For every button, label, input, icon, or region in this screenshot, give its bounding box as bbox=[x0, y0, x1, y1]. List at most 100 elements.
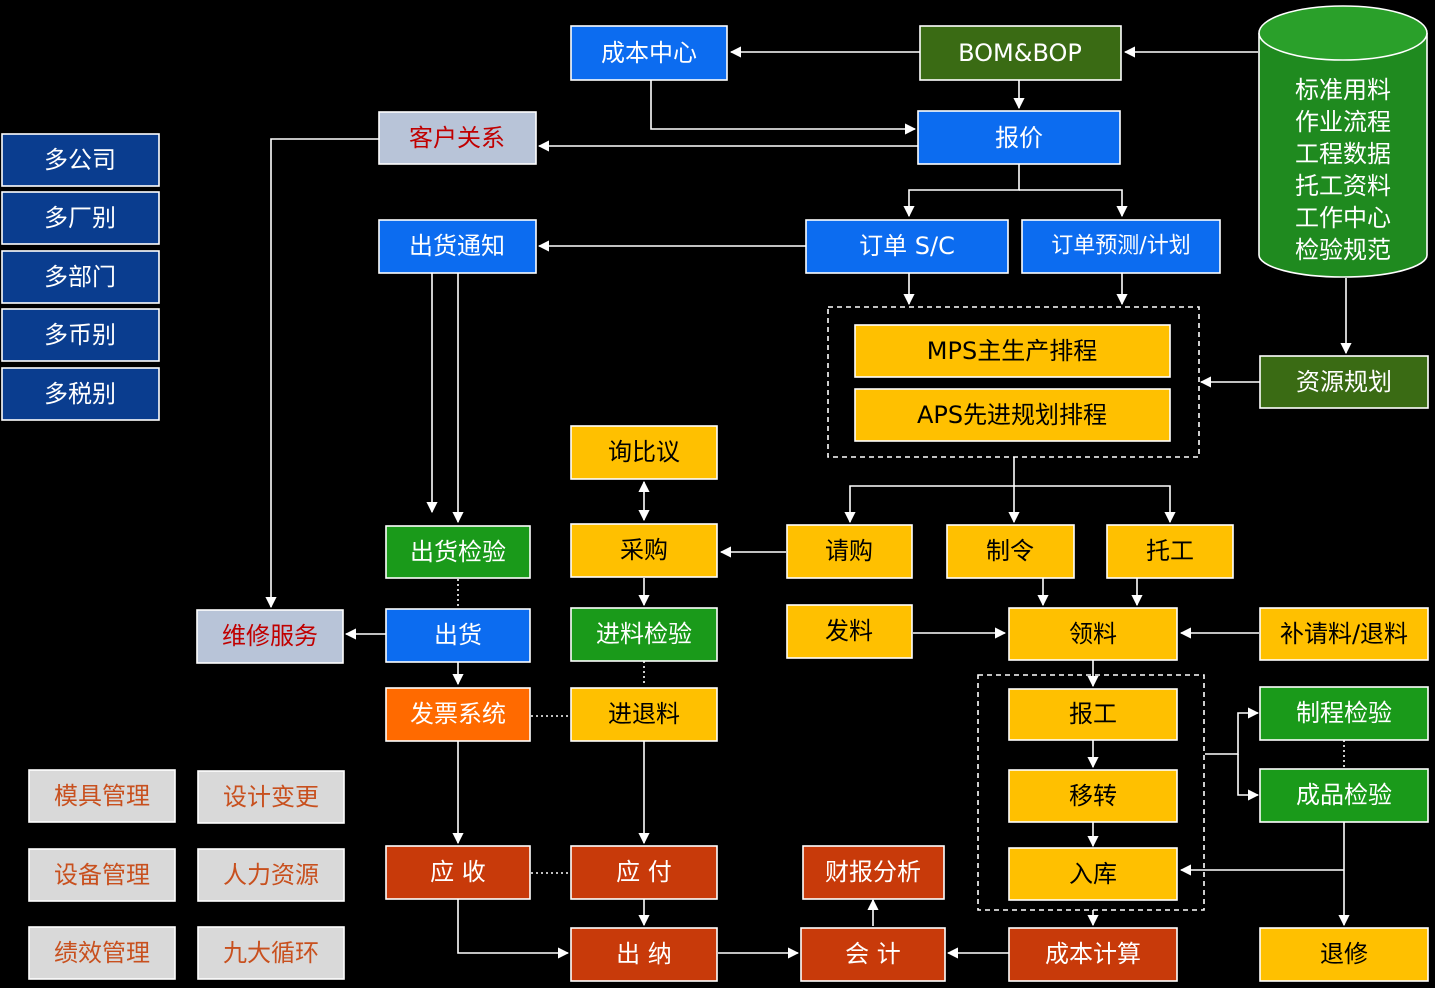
ship-inspect-label: 出货检验 bbox=[410, 538, 506, 566]
purchase-box: 采购 bbox=[570, 523, 718, 578]
purchase-label: 采购 bbox=[620, 536, 668, 564]
database-line: 托工资料 bbox=[1295, 172, 1391, 200]
left-item-multi-department: 多部门 bbox=[1, 250, 160, 304]
finished-inspect-box: 成品检验 bbox=[1259, 768, 1429, 823]
edge-frame2-to-finished-inspect bbox=[1237, 754, 1260, 801]
rework-box: 退修 bbox=[1259, 927, 1429, 982]
invoice-system-box: 发票系统 bbox=[385, 687, 531, 742]
database-body bbox=[1258, 33, 1428, 278]
cost-calc-box: 成本计算 bbox=[1008, 927, 1178, 982]
left-item-multi-company: 多公司 bbox=[1, 133, 160, 187]
cost-center-label: 成本中心 bbox=[601, 39, 697, 67]
order-sc-box: 订单 S/C bbox=[805, 219, 1009, 274]
incoming-inspect-label: 进料检验 bbox=[596, 620, 692, 648]
engineering-database: 标准用料 作业流程 工程数据 托工资料 工作中心 检验规范 bbox=[1258, 5, 1428, 278]
ship-box: 出货 bbox=[385, 608, 531, 663]
module-label: 设计变更 bbox=[223, 783, 319, 811]
return-material-box: 进退料 bbox=[570, 687, 718, 742]
edge-quote-to-forecast bbox=[1019, 189, 1128, 218]
left-item-label: 多部门 bbox=[44, 263, 116, 291]
inquiry-box: 询比议 bbox=[570, 425, 718, 480]
warehouse-in-label: 入库 bbox=[1069, 860, 1117, 888]
bom-bop-box: BOM&BOP bbox=[919, 25, 1122, 81]
inquiry-label: 询比议 bbox=[608, 438, 680, 466]
edge-frame2-to-process-inspect bbox=[1205, 707, 1260, 755]
customer-relation-label: 客户关系 bbox=[409, 124, 505, 152]
repair-service-label: 维修服务 bbox=[222, 622, 318, 650]
supplement-return-label: 补请料/退料 bbox=[1280, 620, 1408, 648]
work-order-label: 制令 bbox=[986, 537, 1034, 565]
database-line: 工作中心 bbox=[1295, 204, 1391, 232]
invoice-system-label: 发票系统 bbox=[410, 700, 506, 728]
incoming-inspect-box: 进料检验 bbox=[570, 607, 718, 662]
accounting-box: 会 计 bbox=[800, 927, 946, 982]
edge-receivable-to-cashier bbox=[457, 899, 570, 959]
nodes: 成本中心 BOM&BOP 客户关系 报价 出货通知 订单 S/C 订单预测/计划 bbox=[1, 25, 1429, 982]
cost-calc-label: 成本计算 bbox=[1045, 940, 1141, 968]
report-work-label: 报工 bbox=[1069, 700, 1117, 728]
module-label: 设备管理 bbox=[54, 861, 150, 889]
quote-label: 报价 bbox=[995, 124, 1043, 152]
payable-label: 应 付 bbox=[616, 858, 672, 886]
database-line: 检验规范 bbox=[1295, 236, 1391, 264]
process-inspect-label: 制程检验 bbox=[1296, 699, 1392, 727]
process-inspect-box: 制程检验 bbox=[1259, 686, 1429, 741]
module-label: 绩效管理 bbox=[54, 939, 150, 967]
receivable-label: 应 收 bbox=[430, 858, 486, 886]
database-line: 工程数据 bbox=[1295, 140, 1391, 168]
edge-costcenter-to-quote bbox=[650, 80, 917, 135]
edge-customer-to-repair bbox=[265, 138, 380, 609]
pick-material-label: 领料 bbox=[1069, 620, 1117, 648]
aps-label: APS先进规划排程 bbox=[917, 401, 1107, 429]
resource-plan-label: 资源规划 bbox=[1296, 368, 1392, 396]
quote-box: 报价 bbox=[917, 110, 1121, 165]
database-line: 标准用料 bbox=[1295, 76, 1391, 104]
financial-analysis-label: 财报分析 bbox=[825, 858, 921, 886]
outsource-box: 托工 bbox=[1106, 524, 1234, 579]
finished-inspect-label: 成品检验 bbox=[1296, 781, 1392, 809]
left-item-multi-currency: 多币别 bbox=[1, 308, 160, 362]
module-label: 人力资源 bbox=[223, 861, 319, 889]
left-item-multi-tax: 多税别 bbox=[1, 367, 160, 421]
module-equipment-management: 设备管理 bbox=[28, 848, 176, 902]
payable-box: 应 付 bbox=[570, 845, 718, 900]
return-material-label: 进退料 bbox=[608, 700, 680, 728]
edges bbox=[265, 46, 1352, 959]
left-item-label: 多税别 bbox=[44, 380, 116, 408]
repair-service-box: 维修服务 bbox=[196, 609, 344, 664]
left-item-label: 多币别 bbox=[44, 321, 116, 349]
order-forecast-label: 订单预测/计划 bbox=[1051, 234, 1190, 259]
warehouse-in-box: 入库 bbox=[1008, 847, 1178, 901]
module-label: 模具管理 bbox=[54, 782, 150, 810]
issue-material-box: 发料 bbox=[786, 604, 913, 659]
mps-label: MPS主生产排程 bbox=[927, 337, 1097, 365]
rework-label: 退修 bbox=[1320, 940, 1368, 968]
left-item-label: 多厂别 bbox=[44, 204, 116, 232]
production-frame bbox=[977, 674, 1205, 911]
resource-plan-box: 资源规划 bbox=[1259, 355, 1429, 409]
module-performance-management: 绩效管理 bbox=[28, 926, 176, 980]
database-top bbox=[1258, 5, 1428, 61]
ship-inspect-box: 出货检验 bbox=[385, 525, 531, 579]
pick-material-box: 领料 bbox=[1008, 607, 1178, 661]
accounting-label: 会 计 bbox=[845, 940, 901, 968]
planning-frame bbox=[827, 306, 1200, 458]
bom-bop-label: BOM&BOP bbox=[958, 39, 1082, 67]
order-forecast-box: 订单预测/计划 bbox=[1021, 219, 1221, 274]
issue-material-label: 发料 bbox=[825, 617, 873, 645]
requisition-label: 请购 bbox=[825, 537, 873, 565]
module-mold-management: 模具管理 bbox=[28, 769, 176, 823]
cashier-label: 出 纳 bbox=[616, 940, 672, 968]
requisition-box: 请购 bbox=[786, 524, 913, 579]
module-nine-cycles: 九大循环 bbox=[197, 926, 345, 980]
left-item-multi-factory: 多厂别 bbox=[1, 191, 160, 245]
ship-label: 出货 bbox=[434, 621, 482, 649]
outsource-label: 托工 bbox=[1146, 537, 1194, 565]
ship-notice-box: 出货通知 bbox=[378, 219, 537, 274]
order-sc-label: 订单 S/C bbox=[859, 232, 955, 260]
database-line: 作业流程 bbox=[1295, 108, 1391, 136]
cashier-box: 出 纳 bbox=[570, 927, 718, 982]
mps-box: MPS主生产排程 bbox=[854, 324, 1171, 378]
work-order-box: 制令 bbox=[946, 524, 1075, 579]
